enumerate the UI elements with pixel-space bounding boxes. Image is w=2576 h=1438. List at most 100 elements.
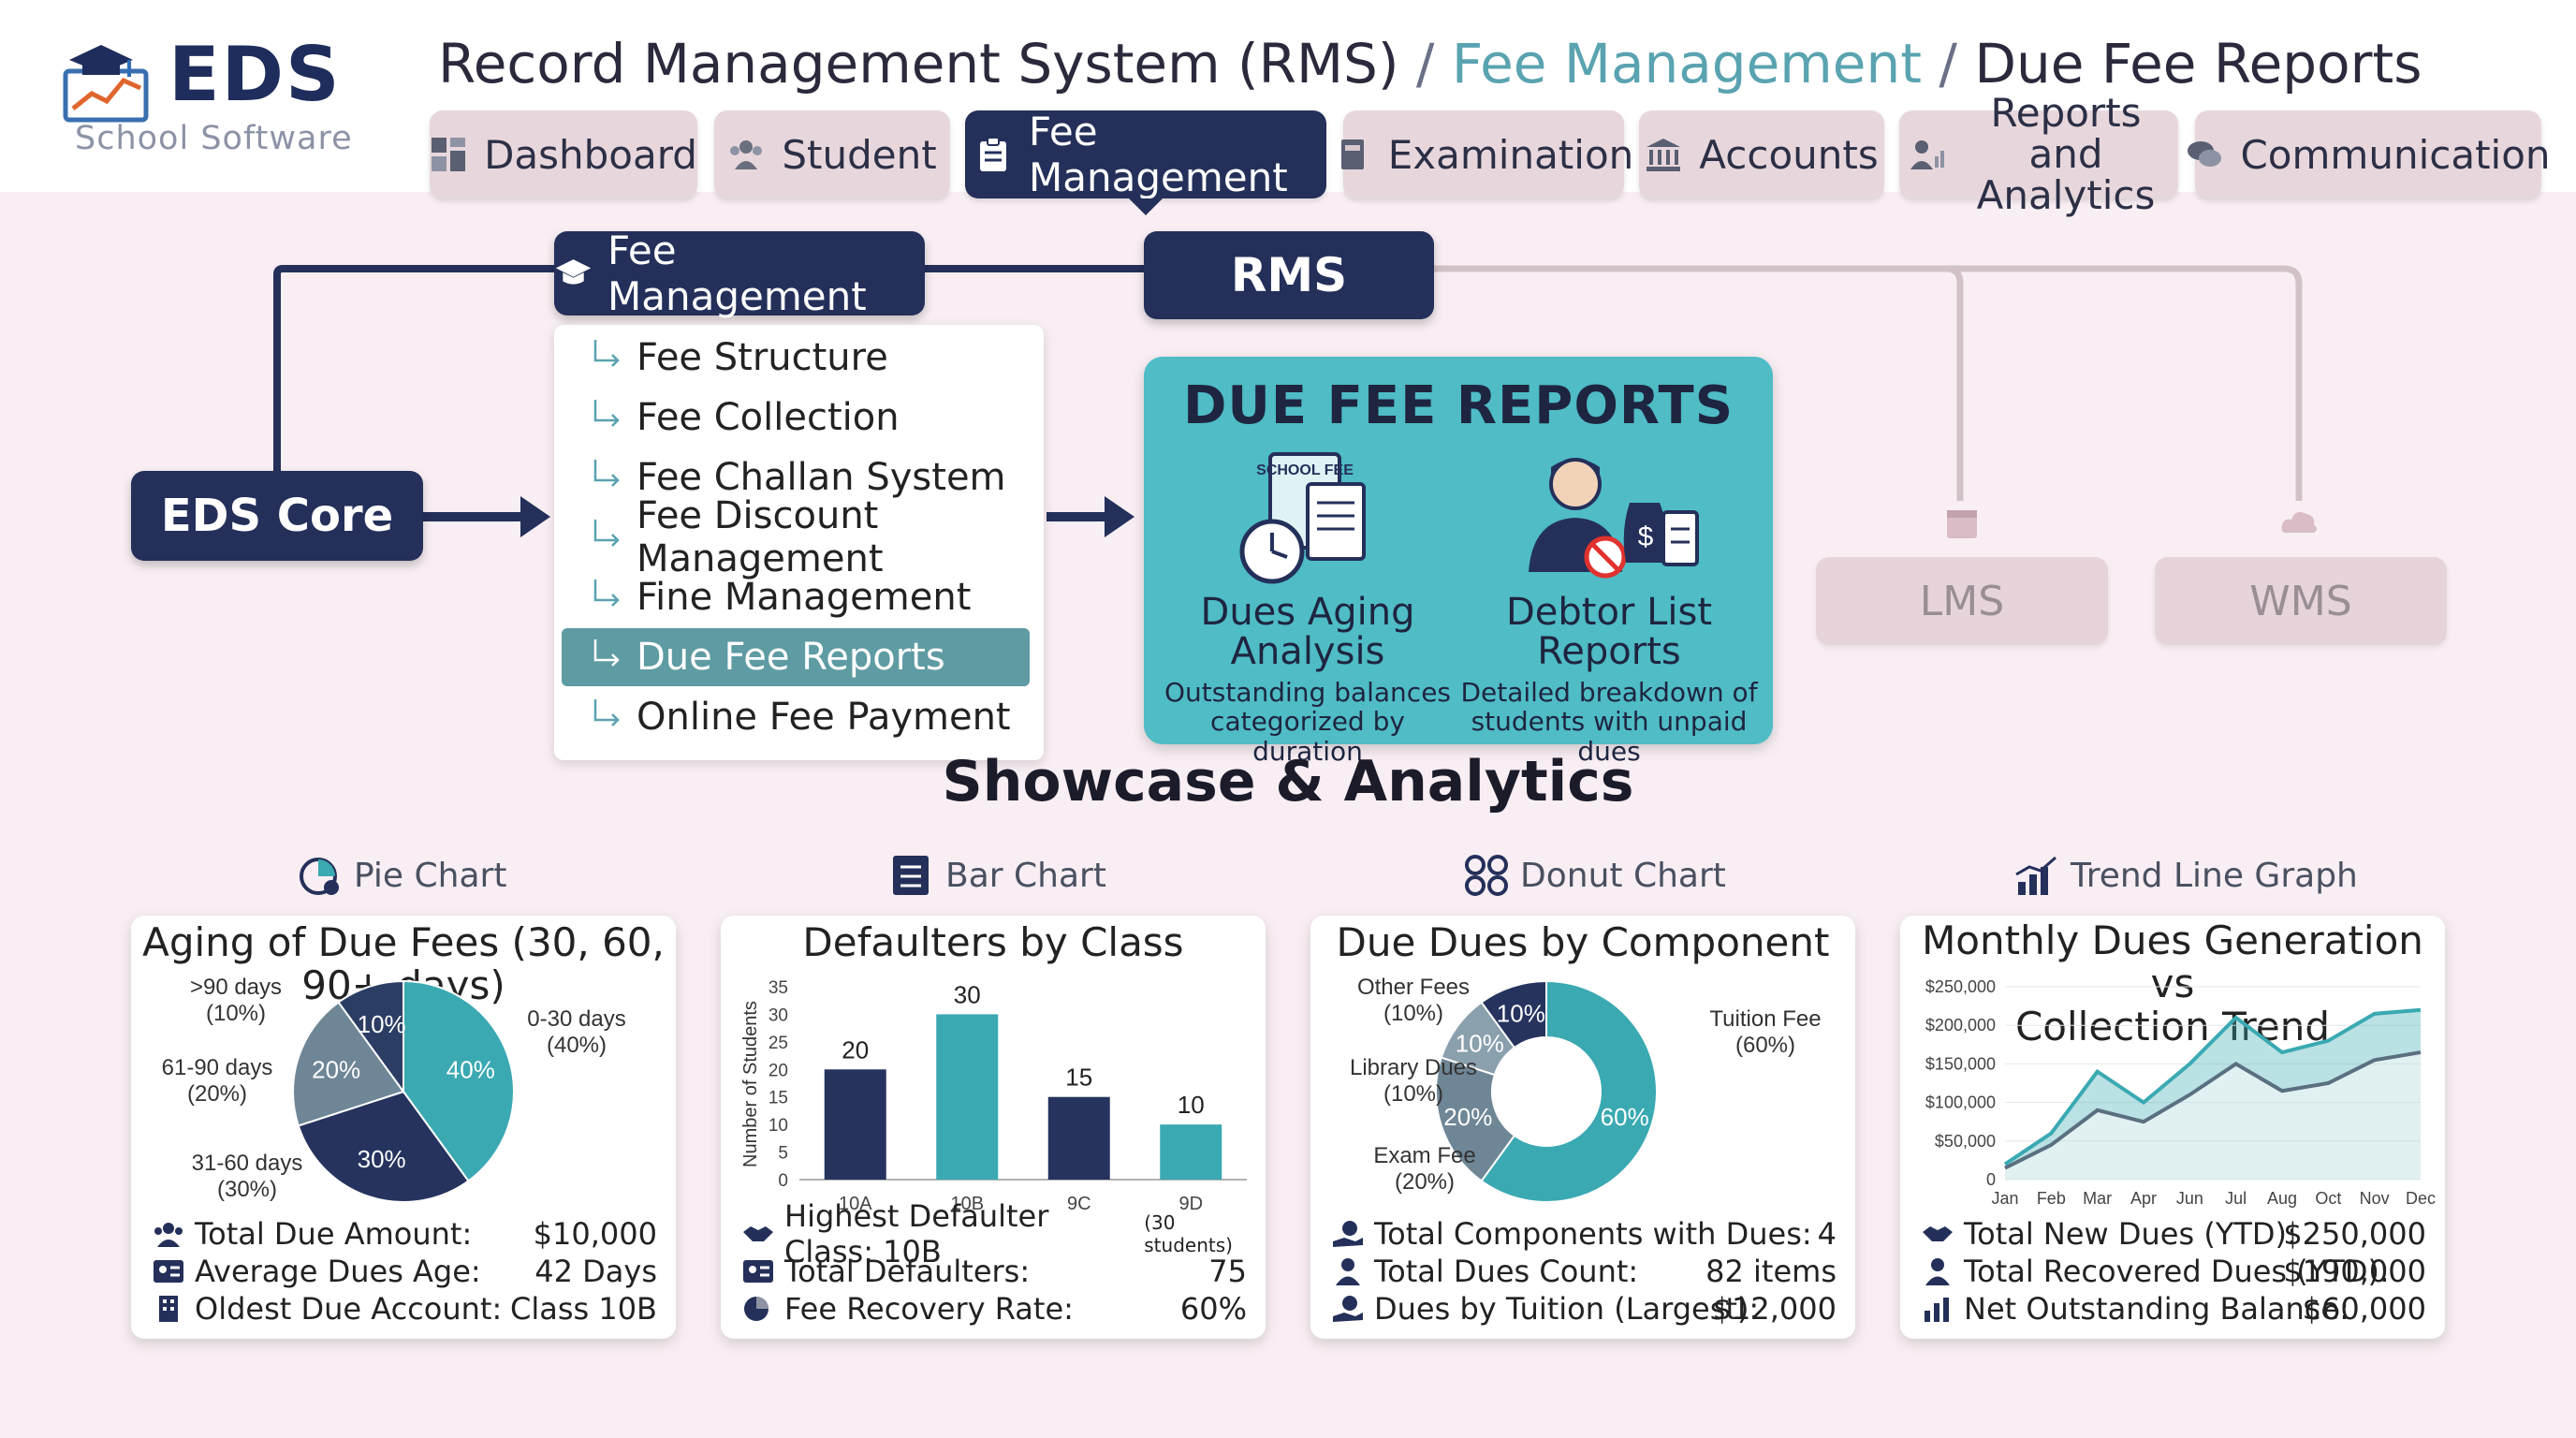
eds-logo[interactable]: EDS School Software [58,34,367,165]
y-tick-label: 0 [778,1171,788,1191]
submenu-fee-collection[interactable]: Fee Collection [562,389,1030,447]
y-tick-label: 20 [768,1061,788,1080]
chart-label-text: Trend Line Graph [2071,856,2358,895]
slice-value-label: 10% [1456,1029,1504,1057]
debtor-list-reports-card[interactable]: $ Debtor List Reports Detailed breakdown… [1455,447,1764,766]
slice-category-label: 0-30 days [527,1006,625,1032]
submenu-fine-management[interactable]: Fine Management [562,568,1030,626]
trend-line-card: Monthly Dues Generation vs Collection Tr… [1900,916,2445,1339]
handshake-icon [743,1226,773,1241]
y-tick-label: $250,000 [1925,977,1996,996]
submenu-fee-challan-system[interactable]: Fee Challan System [562,448,1030,506]
breadcrumb-root[interactable]: Record Management System (RMS) [438,32,1399,95]
stat-value: 42 Days [534,1254,657,1289]
branch-arrow-icon [593,699,620,726]
dues-aging-title: Dues Aging Analysis [1200,591,1415,674]
stat-label: Highest Defaulter Class: 10B [784,1198,1049,1269]
eds-core-node[interactable]: EDS Core [131,471,423,561]
slice-category-label: 61-90 days [162,1055,273,1080]
slice-percent-label: (30%) [217,1177,277,1202]
pie-icon [744,1297,768,1321]
breadcrumb-section[interactable]: Fee Management [1451,32,1922,95]
stat-row: Total Recovered Dues (YTD): $190,000 [1921,1253,2426,1290]
graduation-cap-icon [555,259,592,285]
y-tick-label: $50,000 [1935,1132,1996,1151]
tab-label: Communication [2240,131,2551,178]
dues-aging-analysis-card[interactable]: SCHOOL FEE Dues Aging Analysis Outstandi… [1153,447,1462,766]
tab-dashboard[interactable]: Dashboard [430,110,697,198]
tab-reports-analytics[interactable]: Reports and Analytics [1899,92,2178,216]
slice-percent-label: (20%) [1395,1169,1455,1195]
header: EDS School Software Record Management Sy… [0,0,2576,192]
trend-bars-icon [2015,856,2056,895]
submenu-online-fee-payment[interactable]: Online Fee Payment [562,688,1030,746]
x-tick-label: Oct [2315,1189,2341,1208]
branch-arrow-icon [593,639,620,667]
bar [824,1069,886,1180]
debtor-list-desc: Detailed breakdown of students with unpa… [1460,676,1758,767]
x-tick-label: Jul [2225,1189,2247,1208]
chart-title-line1: Monthly Dues Generation vs [1922,917,2423,1007]
card-stats: Total New Dues (YTD): $250,000 Total Rec… [1921,1215,2426,1328]
trend-area-chart: 0$50,000$100,000$150,000$200,000$250,000… [1925,977,2436,1208]
branch-arrow-icon [593,520,620,547]
tab-student[interactable]: Student [714,110,950,198]
y-tick-label: $100,000 [1925,1093,1996,1112]
stat-row: Highest Defaulter Class: 10B (30 student… [741,1198,1247,1269]
checklist-icon [893,856,929,895]
slice-percent-label: (10%) [1383,1081,1443,1107]
submenu-label: Fee Collection [637,396,900,439]
slice-value-label: 10% [358,1010,406,1038]
stat-label: Oldest Due Account: [195,1291,503,1327]
slice-value-label: 20% [312,1056,360,1084]
fee-management-node[interactable]: Fee Management [554,227,925,319]
series-line [2004,1050,2422,1170]
submenu-fee-discount-management[interactable]: Fee Discount Management [562,494,1030,580]
series-line [2003,1007,2422,1167]
person-icon [1336,1258,1360,1285]
submenu-fee-structure[interactable]: Fee Structure [562,329,1030,387]
stat-label: Net Outstanding Balance: [1964,1291,2349,1327]
submenu-label: Due Fee Reports [637,636,945,679]
stat-row: Total Defaulters: 75 [741,1253,1247,1290]
fee-management-submenu: Fee Structure Fee Collection Fee Challan… [554,325,1044,760]
tab-fee-management[interactable]: Fee Management [965,109,1326,215]
aging-pie-chart: 40%0-30 days(40%)30%31-60 days(30%)20%61… [162,975,626,1203]
pie-slice [292,1001,405,1127]
logo-text: EDS [168,31,342,118]
tab-examination[interactable]: Examination [1340,110,1633,198]
chart-label-text: Bar Chart [945,856,1106,895]
rms-node[interactable]: RMS [1144,231,1434,319]
stat-row: Dues by Tuition (Largest): $12,000 [1331,1290,1837,1328]
tab-accounts[interactable]: Accounts [1639,110,1884,198]
lms-node[interactable]: LMS [1816,557,2108,645]
user-chart-icon [1910,140,1944,169]
flow-connectors [273,265,2303,537]
bar [936,1014,999,1180]
stat-row: Total Components with Dues: 4 [1331,1215,1837,1253]
branch-arrow-icon [593,460,620,487]
chart-title: Due Dues by Component [1336,919,1830,965]
showcase-title: Showcase & Analytics [942,749,1634,814]
pie-slice [402,979,515,1182]
x-tick-label: Jan [1991,1189,2018,1208]
tab-communication[interactable]: Communication [2188,110,2551,198]
submenu-due-fee-reports[interactable]: Due Fee Reports [562,628,1030,686]
x-tick-label: Jun [2176,1189,2203,1208]
component-donut-chart: 60%Tuition Fee(60%)20%Exam Fee(20%)10%Li… [1350,975,1822,1203]
stat-value: Class 10B [509,1291,657,1327]
submenu-label: Fee Structure [637,336,888,379]
chart-title-line2: Collection Trend [2014,1004,2331,1050]
tab-label: Dashboard [484,131,697,178]
stat-value: 82 items [1705,1254,1837,1289]
people-icon [154,1223,183,1247]
stat-label: Fee Recovery Rate: [784,1291,1074,1327]
stat-row: Average Dues Age: 42 Days [152,1253,657,1290]
wms-node[interactable]: WMS [2155,557,2447,645]
slice-percent-label: (10%) [206,1001,266,1026]
bar [1160,1124,1222,1180]
slice-category-label: Other Fees [1357,975,1470,1000]
x-tick-label: Aug [2267,1189,2297,1208]
submenu-label: Fee Discount Management [637,494,884,580]
aging-pie-card: Aging of Due Fees (30, 60, 90+ days) 40%… [131,916,676,1339]
